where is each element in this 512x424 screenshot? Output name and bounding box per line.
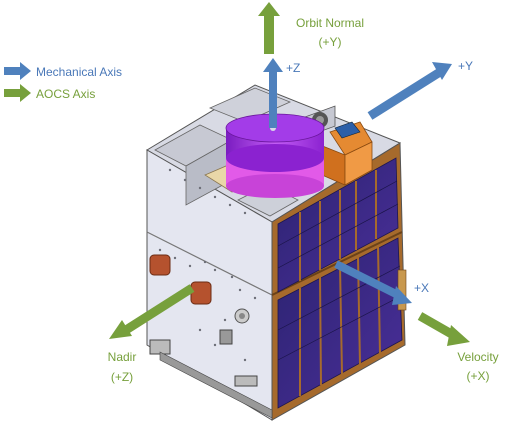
orbit-normal-sublabel: (+Y) bbox=[318, 35, 341, 49]
legend-label-mechanical: Mechanical Axis bbox=[36, 65, 122, 79]
velocity-label: Velocity bbox=[457, 350, 498, 364]
legend: Mechanical Axis AOCS Axis bbox=[4, 62, 122, 102]
panel-fasteners bbox=[158, 168, 257, 362]
mechanical-y-label: +Y bbox=[458, 59, 473, 73]
mechanical-z-arrow bbox=[263, 58, 283, 128]
mechanical-x-arrow bbox=[334, 260, 412, 305]
orbit-normal-label: Orbit Normal bbox=[296, 16, 364, 30]
interface-patch-lower bbox=[190, 281, 212, 305]
mechanical-y-arrow bbox=[367, 62, 452, 120]
legend-item-aocs: AOCS Axis bbox=[4, 84, 95, 102]
solar-array-upper bbox=[277, 157, 399, 293]
mechanical-z-label: +Z bbox=[286, 61, 300, 75]
nadir-sublabel: (+Z) bbox=[111, 370, 133, 384]
legend-item-mechanical: Mechanical Axis bbox=[4, 62, 122, 80]
satellite-body bbox=[146, 84, 407, 421]
propellant-tank bbox=[225, 113, 325, 198]
interface-patch-upper bbox=[149, 254, 171, 276]
nadir-label: Nadir bbox=[108, 350, 137, 364]
mechanical-x-label: +X bbox=[414, 281, 429, 295]
nadir-arrow bbox=[109, 284, 195, 339]
orbit-normal-arrow bbox=[258, 2, 280, 54]
legend-label-aocs: AOCS Axis bbox=[36, 87, 95, 101]
velocity-sublabel: (+X) bbox=[466, 369, 489, 383]
velocity-arrow bbox=[417, 312, 470, 346]
